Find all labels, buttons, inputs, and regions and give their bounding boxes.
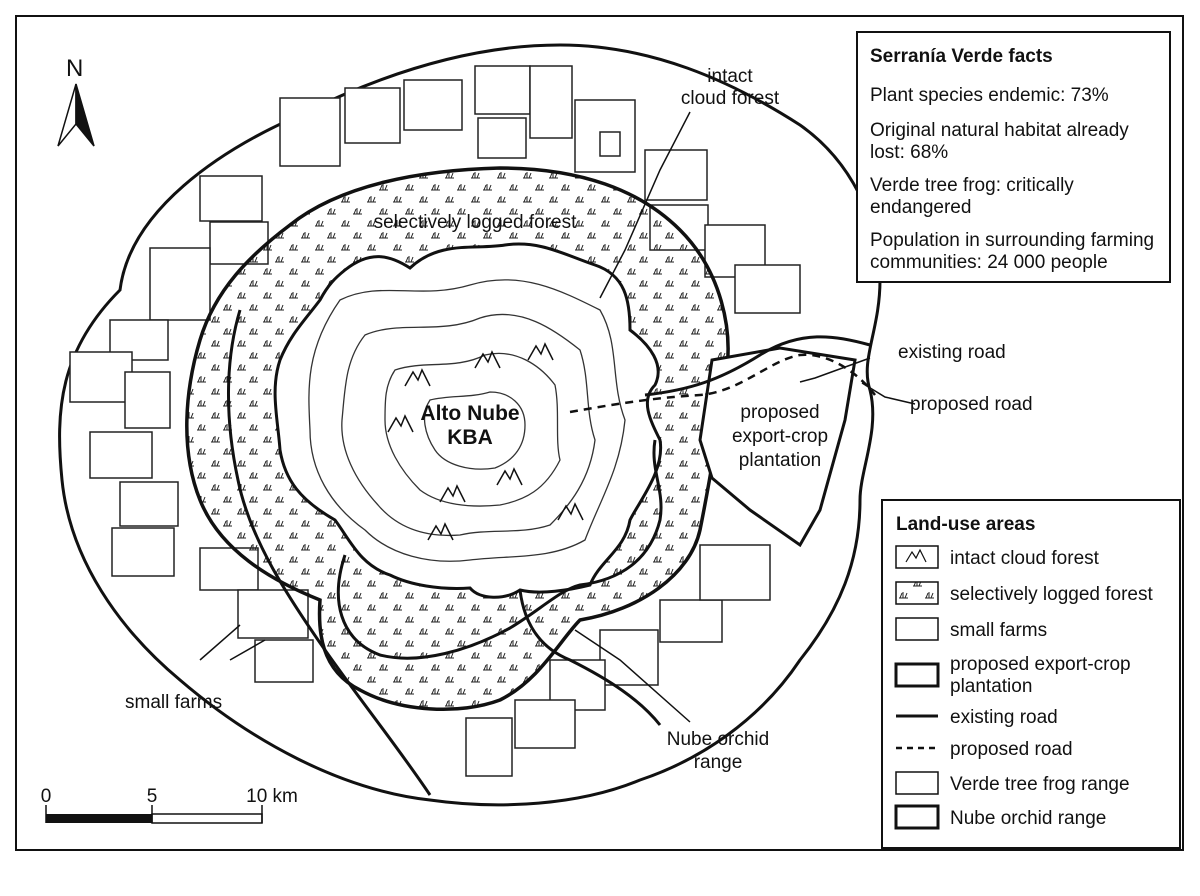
legend-item-intact-cloud-forest: intact cloud forest xyxy=(895,545,1100,569)
svg-text:Verde tree frog range: Verde tree frog range xyxy=(950,774,1130,795)
svg-text:small farms: small farms xyxy=(950,620,1047,641)
legend-item-existing-road: existing road xyxy=(896,707,1058,728)
scale-tick-5: 5 xyxy=(147,786,158,807)
legend-item-nube-orchid-range: Nube orchid range xyxy=(894,804,1106,830)
svg-text:selectively logged forest: selectively logged forest xyxy=(950,584,1153,605)
north-arrow-icon: N xyxy=(57,55,95,147)
svg-text:intact cloud forest: intact cloud forest xyxy=(950,548,1100,569)
legend-item-proposed-road: proposed road xyxy=(896,739,1073,760)
legend-item-selectively-logged-forest: selectively logged forest xyxy=(895,581,1153,605)
fact-item-2-line2: lost: 68% xyxy=(870,142,948,163)
fact-item-1: Plant species endemic: 73% xyxy=(870,85,1109,106)
legend-item-verde-tree-frog-range: Verde tree frog range xyxy=(895,771,1130,795)
label-plantation-line2: export-crop xyxy=(732,426,828,447)
callout-lines xyxy=(199,111,916,723)
label-proposed-road: proposed road xyxy=(910,394,1033,415)
label-kba-line2: KBA xyxy=(447,426,493,449)
map-frame xyxy=(15,15,1184,851)
svg-text:plantation: plantation xyxy=(950,676,1032,697)
nube-orchid-range xyxy=(337,439,663,660)
proposed-export-crop-plantation xyxy=(698,346,857,548)
legend: Land-use areas intact cloud forest selec… xyxy=(881,499,1181,849)
label-small-farms: small farms xyxy=(125,692,222,713)
facts-box: Serranía Verde facts Plant species endem… xyxy=(856,31,1171,283)
label-intact-line2: cloud forest xyxy=(681,88,780,109)
legend-item-small-farms: small farms xyxy=(895,617,1047,641)
label-kba-line1: Alto Nube xyxy=(420,402,519,425)
existing-roads xyxy=(227,309,871,796)
legend-item-proposed-plantation: proposed export-crop plantation xyxy=(894,654,1131,697)
proposed-road xyxy=(569,353,876,414)
scale-tick-0: 0 xyxy=(41,786,52,807)
mountain-symbols xyxy=(387,342,584,541)
fact-item-4-line2: communities: 24 000 people xyxy=(870,252,1108,273)
svg-text:Nube orchid range: Nube orchid range xyxy=(950,808,1106,829)
svg-text:proposed export-crop: proposed export-crop xyxy=(950,654,1131,675)
label-plantation-line1: proposed xyxy=(740,402,819,423)
north-label: N xyxy=(66,55,83,82)
fact-item-4-line1: Population in surrounding farming xyxy=(870,230,1154,251)
fact-item-3-line1: Verde tree frog: critically xyxy=(870,175,1074,196)
small-farm-plots xyxy=(69,65,801,777)
label-existing-road: existing road xyxy=(898,342,1006,363)
label-logged-forest: selectively logged forest xyxy=(374,212,577,233)
fact-item-3-line2: endangered xyxy=(870,197,971,218)
label-orchid-line2: range xyxy=(694,752,743,773)
facts-title: Serranía Verde facts xyxy=(870,46,1053,67)
fact-item-2-line1: Original natural habitat already xyxy=(870,120,1129,141)
label-intact-line1: intact xyxy=(707,66,753,87)
scale-tick-10: 10 km xyxy=(246,786,298,807)
legend-title: Land-use areas xyxy=(896,514,1035,535)
svg-text:proposed road: proposed road xyxy=(950,739,1073,760)
svg-text:existing road: existing road xyxy=(950,707,1058,728)
contour-lines xyxy=(308,279,626,562)
label-orchid-line1: Nube orchid xyxy=(667,729,769,750)
scale-bar: 0 5 10 km xyxy=(41,786,298,824)
label-plantation-line3: plantation xyxy=(739,450,821,471)
